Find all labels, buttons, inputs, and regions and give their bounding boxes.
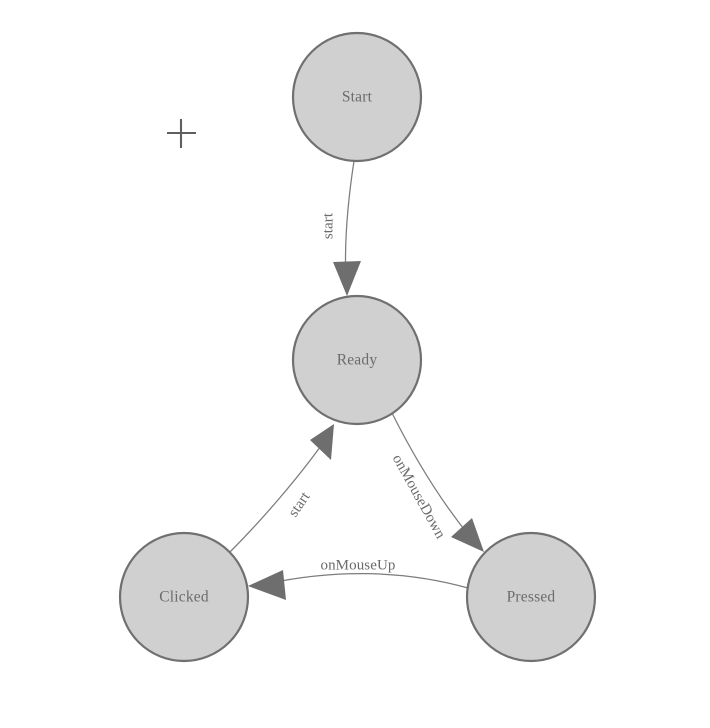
edge-pressed-to-clicked[interactable]: onMouseUp xyxy=(248,557,469,600)
edge-line xyxy=(228,442,324,554)
node-pressed[interactable]: Pressed xyxy=(465,531,597,663)
edge-label-start-to-ready: start xyxy=(320,212,336,239)
node-ready[interactable]: Ready xyxy=(291,294,423,426)
edge-ready-to-pressed[interactable]: onMouseDown xyxy=(389,412,484,552)
node-circle xyxy=(465,531,597,663)
crosshair-icon[interactable] xyxy=(167,119,196,148)
node-circle xyxy=(118,531,250,663)
node-label-start: Start xyxy=(342,89,373,106)
edge-start-to-ready[interactable]: start xyxy=(320,160,361,296)
arrowhead-icon xyxy=(333,261,361,296)
edge-line xyxy=(391,412,472,539)
node-circle xyxy=(291,294,423,426)
node-circle xyxy=(291,31,423,163)
node-label-ready: Ready xyxy=(337,352,378,369)
arrowhead-icon xyxy=(310,424,334,460)
edge-line xyxy=(265,572,469,589)
node-label-clicked: Clicked xyxy=(159,589,209,606)
arrowhead-icon xyxy=(451,518,484,552)
node-label-pressed: Pressed xyxy=(507,589,556,606)
node-start[interactable]: Start xyxy=(291,31,423,163)
edge-label-clicked-to-ready: start xyxy=(286,489,314,520)
node-clicked[interactable]: Clicked xyxy=(118,531,250,663)
arrowhead-icon xyxy=(248,570,286,600)
edge-label-pressed-to-clicked: onMouseUp xyxy=(320,557,395,573)
edge-label-ready-to-pressed: onMouseDown xyxy=(389,452,449,542)
edge-clicked-to-ready[interactable]: start xyxy=(228,424,334,554)
